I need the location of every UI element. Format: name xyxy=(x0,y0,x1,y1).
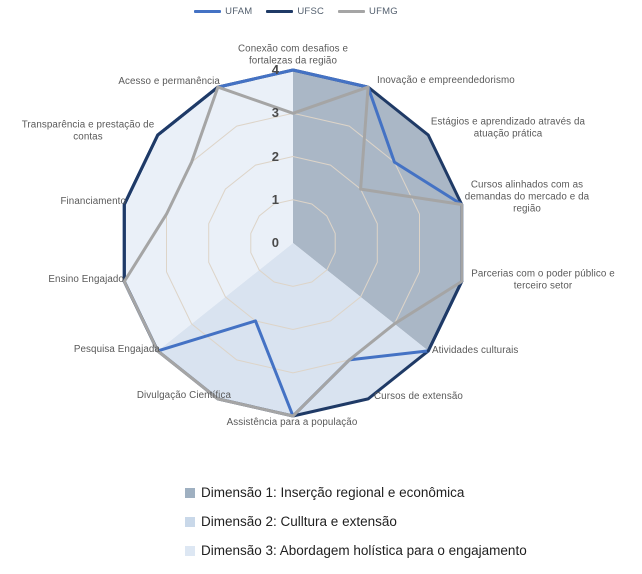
sector-3 xyxy=(124,70,293,351)
series-ufmg xyxy=(122,85,464,418)
dimension-label: Dimensão 3: Abordagem holística para o e… xyxy=(201,543,527,558)
legend-item-ufmg: UFMG xyxy=(338,6,398,17)
legend-item-ufam: UFAM xyxy=(194,6,252,17)
grid-ring xyxy=(250,199,336,287)
tick-label: 2 xyxy=(271,148,279,164)
category-label: Estágios e aprendizado através da atuaçã… xyxy=(430,116,586,139)
series-legend: UFAM UFSC UFMG xyxy=(0,3,592,19)
category-label: Conexão com desafios e fortalezas da reg… xyxy=(237,43,349,66)
legend-line-swatch xyxy=(338,9,366,13)
sector-1 xyxy=(293,70,462,351)
tick-label: 0 xyxy=(271,235,279,250)
dimension-label: Dimensão 2: Culltura e extensão xyxy=(201,514,397,529)
radar-chart-svg xyxy=(122,68,464,418)
tick-label: 4 xyxy=(271,62,279,77)
dimension-swatch xyxy=(185,516,195,527)
category-label: Ensino Engajado xyxy=(48,274,124,286)
category-label: Cursos de extensão xyxy=(374,391,463,403)
category-label: Assistência para a população xyxy=(226,417,358,429)
category-label: Transparência e prestação de contas xyxy=(21,119,155,142)
category-label: Atividades culturais xyxy=(432,345,519,357)
dimension-swatch xyxy=(185,545,195,556)
category-label: Financiamento xyxy=(60,196,126,208)
category-label: Acesso e permanência xyxy=(118,76,220,88)
dimension-swatch xyxy=(185,487,195,498)
tick-label: 1 xyxy=(271,191,279,207)
legend-line-swatch xyxy=(194,9,222,13)
category-label: Inovação e empreendedorismo xyxy=(377,75,515,87)
legend-label: UFAM xyxy=(225,5,253,17)
radar-chart-area: 4 3 2 1 0 Conexão com desafios e fortalezas … xyxy=(21,43,615,429)
category-label: Parcerias com o poder público e terceiro… xyxy=(471,268,615,291)
legend-label: UFMG xyxy=(369,5,398,17)
dimension-legend-item: Dimensão 2: Culltura e extensão xyxy=(185,512,527,531)
tick-label: 3 xyxy=(271,105,279,121)
category-label: Pesquisa Engajada xyxy=(73,344,160,356)
dimension-legend-item: Dimensão 1: Inserção regional e econômic… xyxy=(185,483,527,502)
dimension-legend: Dimensão 1: Inserção regional e econômic… xyxy=(185,483,527,570)
category-label: Divulgação Científica xyxy=(136,390,231,402)
grid-ring xyxy=(208,155,378,331)
legend-line-swatch xyxy=(266,9,294,13)
legend-item-ufsc: UFSC xyxy=(266,6,324,17)
legend-label: UFSC xyxy=(297,5,325,17)
series-ufsc-overlay xyxy=(426,280,464,353)
category-label: Cursos alinhados com as demandas do merc… xyxy=(464,179,590,214)
dimension-label: Dimensão 1: Inserção regional e econômic… xyxy=(201,485,465,500)
dimension-legend-item: Dimensão 3: Abordagem holística para o e… xyxy=(185,541,527,560)
